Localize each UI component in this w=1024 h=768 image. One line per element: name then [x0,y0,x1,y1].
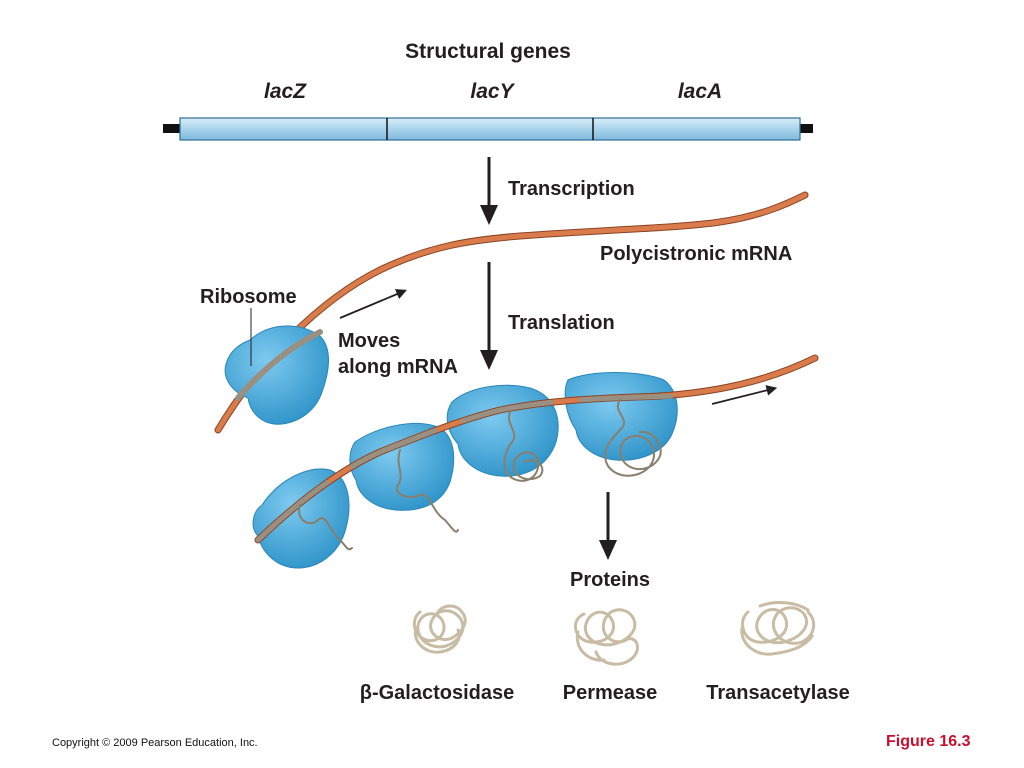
moves-label-line2: along mRNA [338,356,458,378]
movement-arrow-lower [711,385,778,405]
gene-label-lacy: lacY [470,80,515,103]
moves-label-line1: Moves [338,330,400,352]
protein-label-beta-galactosidase: β-Galactosidase [360,682,515,704]
transcription-label: Transcription [508,178,635,200]
protein-permease-shape [574,608,640,666]
gene-label-lacz: lacZ [264,80,307,103]
ribosome-single [224,325,329,425]
translation-label: Translation [508,312,615,334]
protein-label-transacetylase: Transacetylase [706,682,849,704]
ribosome-label: Ribosome [200,286,297,308]
figure-label: Figure 16.3 [886,733,971,750]
proteins-label: Proteins [570,569,650,591]
dna-structural-genes-bar [163,117,813,141]
polycistronic-mrna-label: Polycistronic mRNA [600,243,792,265]
gene-label-laca: lacA [678,80,722,103]
protein-label-permease: Permease [563,682,658,704]
copyright-notice: Copyright © 2009 Pearson Education, Inc. [52,737,258,749]
movement-arrow-upper [339,289,407,319]
protein-beta-galactosidase-shape [412,604,467,654]
protein-transacetylase-shape [740,601,816,656]
structural-genes-title: Structural genes [405,40,571,63]
growing-polypeptides [298,399,662,551]
